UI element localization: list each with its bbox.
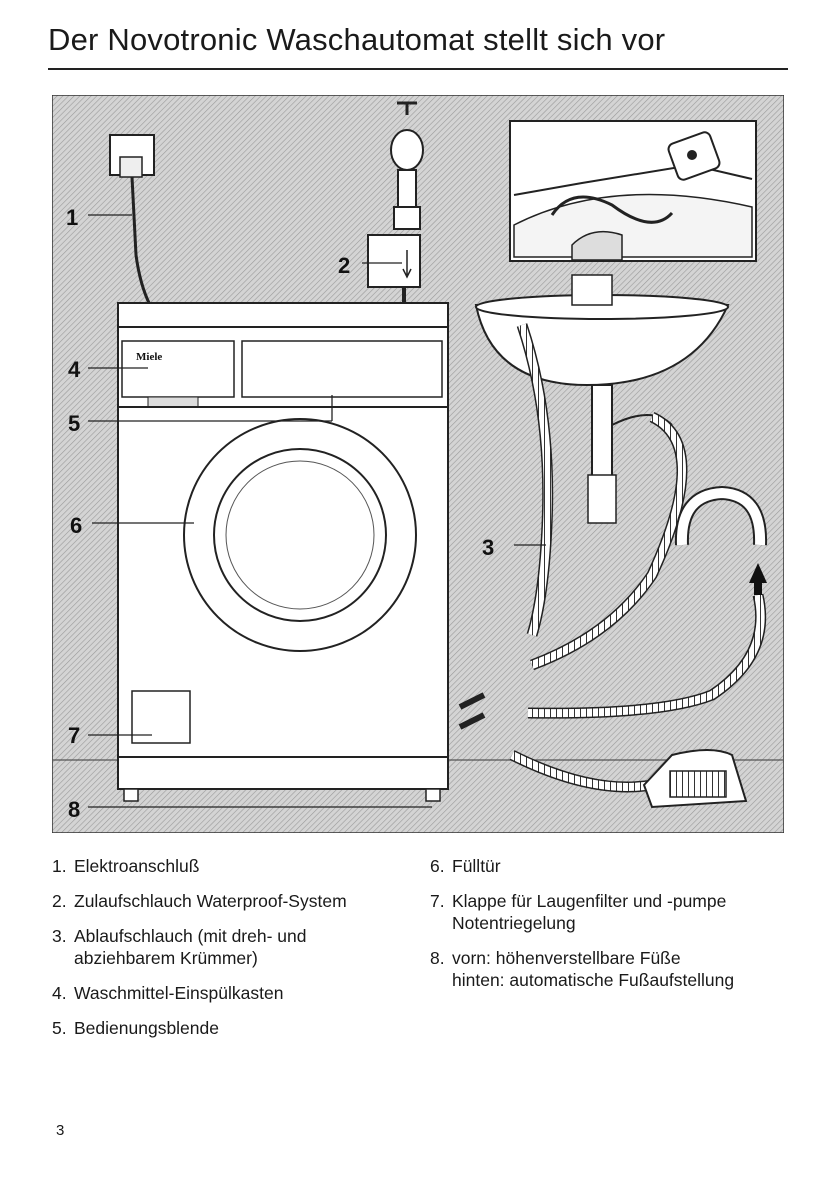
callout-5: 5 <box>68 411 80 436</box>
legend-item: 7. Klappe für Laugenfilter und -pumpe No… <box>430 890 810 934</box>
legend-text: Waschmittel-Einspülkasten <box>74 983 284 1003</box>
water-tap <box>390 101 424 230</box>
drain-hose <box>458 323 767 793</box>
legend-text: Zulaufschlauch Waterproof-System <box>74 891 347 911</box>
legend-number: 3. <box>52 926 67 946</box>
callout-7: 7 <box>68 723 80 748</box>
callout-2: 2 <box>338 253 350 278</box>
waterproof-inlet-box <box>367 234 421 303</box>
legend-item: 2. Zulaufschlauch Waterproof-System <box>52 890 412 912</box>
legend-text: Bedienungsblende <box>74 1018 219 1038</box>
legend-number: 2. <box>52 891 67 911</box>
legend-item: 8. vorn: höhenverstellbare Füße hinten: … <box>430 947 810 991</box>
legend-number: 8. <box>430 948 445 968</box>
electrical-socket <box>109 134 155 306</box>
callout-4: 4 <box>68 357 81 382</box>
legend-number: 7. <box>430 891 445 911</box>
legend-item: 3. Ablaufschlauch (mit dreh- und abziehb… <box>52 925 412 969</box>
inset-detail <box>509 120 757 262</box>
title-divider <box>48 68 788 70</box>
legend-text: Elektroanschluß <box>74 856 200 876</box>
callout-1: 1 <box>66 205 78 230</box>
legend-item: 1. Elektroanschluß <box>52 855 412 877</box>
floor-drain <box>642 749 748 809</box>
legend-text: Klappe für Laugenfilter und -pumpe <box>452 891 727 911</box>
legend-number: 4. <box>52 983 67 1003</box>
legend-text: Ablaufschlauch (mit dreh- und <box>74 926 307 946</box>
u-bend-hook <box>674 485 768 595</box>
legend-number: 6. <box>430 856 445 876</box>
leader-lines <box>88 214 546 808</box>
page-number: 3 <box>56 1122 65 1139</box>
legend-number: 1. <box>52 856 67 876</box>
washing-machine-illustration: Miele <box>52 95 784 833</box>
washing-machine: Miele <box>117 302 449 802</box>
legend-number: 5. <box>52 1018 67 1038</box>
callout-8: 8 <box>68 797 80 822</box>
legend-right: 6. Fülltür 7. Klappe für Laugenfilter un… <box>430 855 810 1004</box>
callout-6: 6 <box>70 513 82 538</box>
legend-item: 5. Bedienungsblende <box>52 1017 412 1039</box>
legend-text: hinten: automatische Fußaufstellung <box>452 970 735 990</box>
legend-text: Notentriegelung <box>452 913 576 933</box>
legend-left: 1. Elektroanschluß 2. Zulaufschlauch Wat… <box>52 855 412 1052</box>
legend-text: Fülltür <box>452 856 501 876</box>
legend-item: 4. Waschmittel-Einspülkasten <box>52 982 412 1004</box>
callout-3: 3 <box>482 535 494 560</box>
legend-text: vorn: höhenverstellbare Füße <box>452 948 681 968</box>
brand-label: Miele <box>136 351 162 363</box>
page-title: Der Novotronic Waschautomat stellt sich … <box>48 22 666 57</box>
legend-text: abziehbarem Krümmer) <box>74 948 258 968</box>
legend-item: 6. Fülltür <box>430 855 810 877</box>
